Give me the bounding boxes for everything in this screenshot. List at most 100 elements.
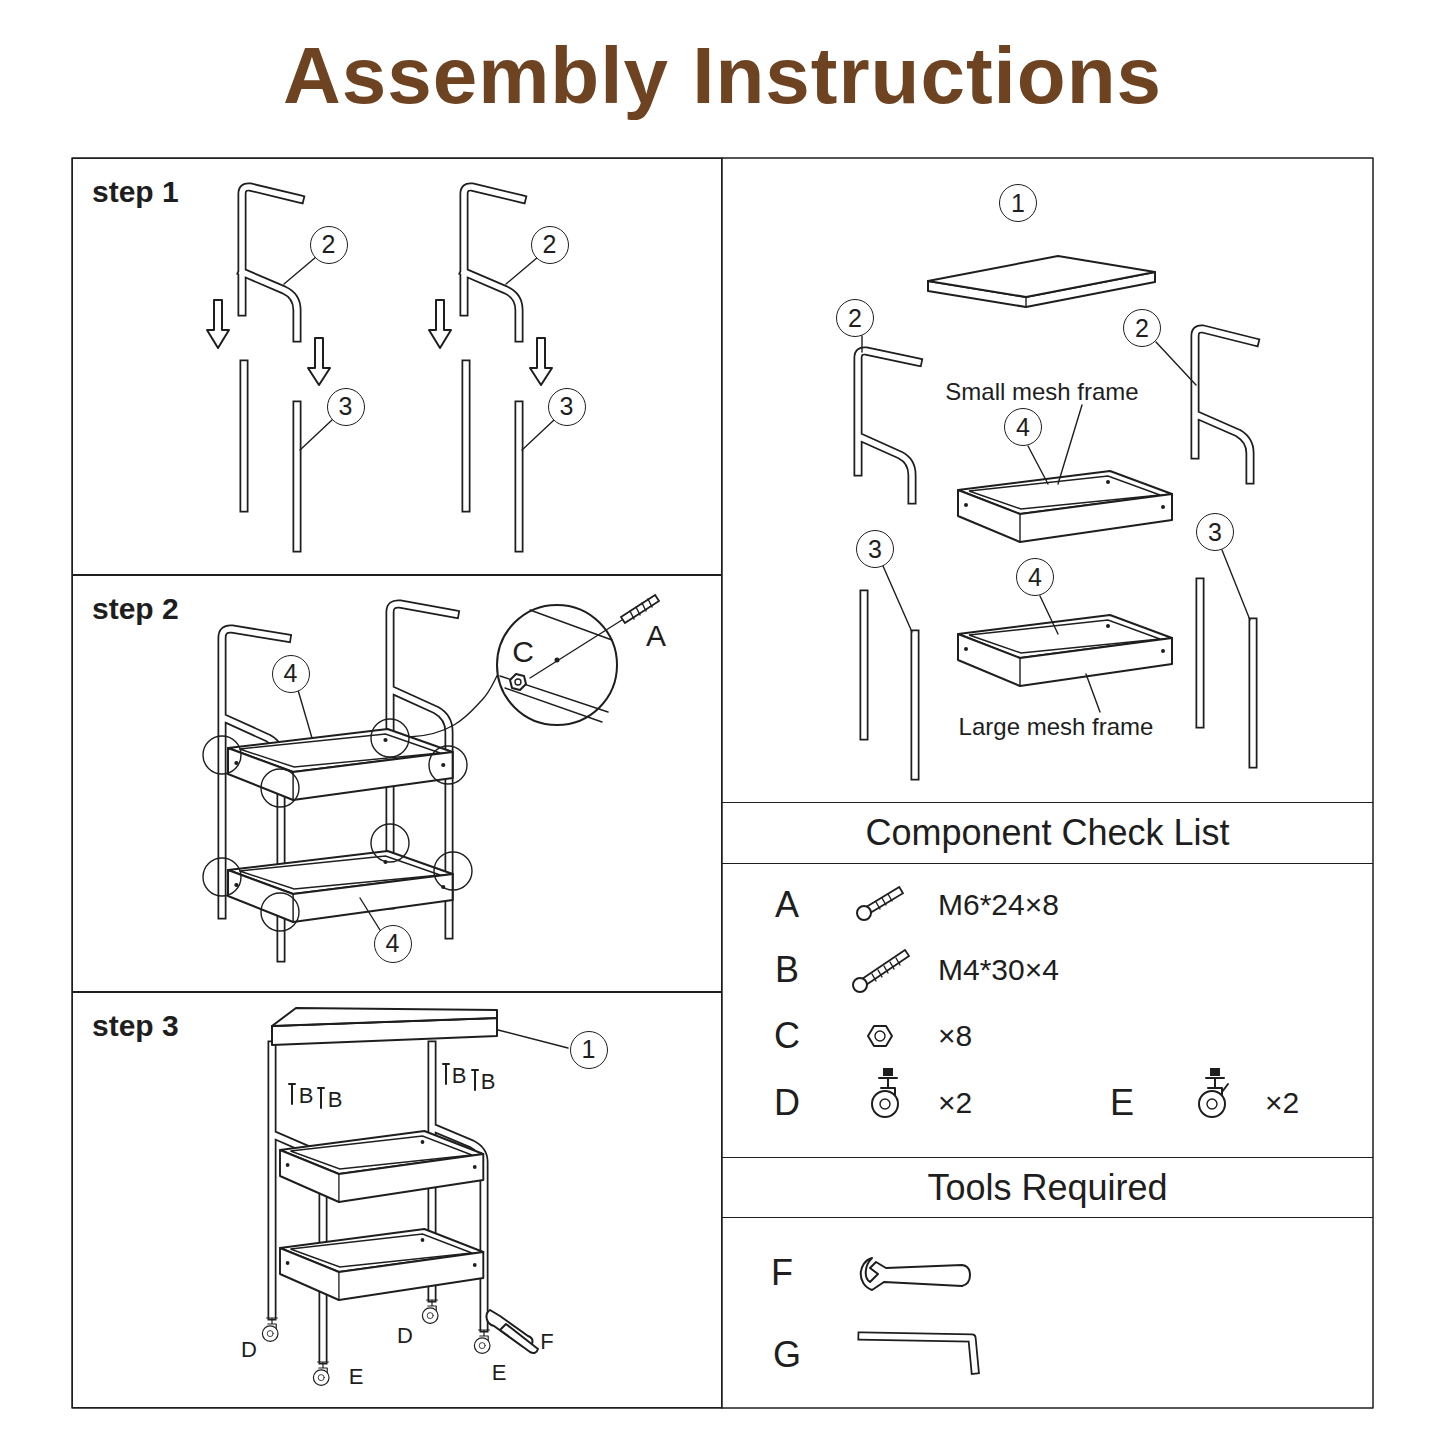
step1-parts-part-part <box>506 257 554 450</box>
step-panel: step 31 <box>72 992 722 1408</box>
part-letter: D <box>397 1325 413 1347</box>
tool-icons-part <box>861 1258 970 1290</box>
callout-text: 3 <box>1208 520 1222 545</box>
step3-assembly-part <box>262 1318 278 1341</box>
callout-number: 2 <box>531 226 569 264</box>
step1-parts-part <box>284 257 332 450</box>
frame-grid-part <box>72 158 1373 1408</box>
component-icons-part <box>1210 1068 1220 1076</box>
step1-parts-part-part <box>429 300 451 348</box>
component-letter: D <box>774 1085 800 1121</box>
step2-assembly-part <box>500 610 612 722</box>
step2-assembly-part <box>630 599 652 619</box>
step1-parts-part <box>240 364 249 508</box>
exploded-parts-part <box>928 256 1155 297</box>
part-letter: D <box>241 1339 257 1361</box>
callout-number: 2 <box>1123 309 1161 347</box>
step2-assembly-part <box>626 600 654 618</box>
exploded-parts-part <box>864 582 1253 776</box>
step2-assembly-part-part <box>261 769 299 807</box>
component-icons-part <box>876 894 892 909</box>
step3-assembly-part <box>272 1018 497 1026</box>
component-icons-part <box>864 955 904 982</box>
component-icons-part <box>868 892 898 910</box>
component-letter: E <box>1110 1085 1134 1121</box>
step1-parts <box>207 187 554 548</box>
step1-parts-part <box>242 187 300 338</box>
part-letter: B <box>481 1071 496 1093</box>
step1-parts-part-part <box>530 338 552 385</box>
step1-parts-part-part <box>515 405 524 548</box>
component-spec: M4*30×4 <box>938 955 1059 985</box>
component-icons-part <box>868 892 898 910</box>
step3-assembly-part <box>280 1229 483 1300</box>
callout-text: 2 <box>1135 316 1149 341</box>
step2-assembly <box>203 599 654 958</box>
callout-number: 4 <box>374 925 412 963</box>
callout-text: 3 <box>868 537 882 562</box>
step1-parts-part <box>293 405 302 548</box>
component-letter: C <box>774 1018 800 1054</box>
part-letter: F <box>540 1331 553 1353</box>
callout-text: 3 <box>560 394 574 419</box>
step2-assembly-part <box>555 658 560 663</box>
mesh-frame-label: Large mesh frame <box>959 715 1154 739</box>
component-letter: B <box>775 952 799 988</box>
callout-number: 2 <box>310 226 348 264</box>
component-icons-part <box>883 1068 893 1076</box>
component-quantity: ×8 <box>938 1021 972 1051</box>
step3-assembly-part <box>289 1064 478 1108</box>
callout-number: 4 <box>272 655 310 693</box>
step2-assembly-part <box>510 674 526 690</box>
callout-number: 4 <box>1016 558 1054 596</box>
step1-parts-part-part <box>464 187 522 338</box>
part-letter: E <box>492 1362 507 1384</box>
step3-assembly-part <box>272 1045 323 1360</box>
exploded-parts-part <box>1195 329 1255 480</box>
step-panel: step 2 4 4 <box>72 575 722 992</box>
step2-assembly-part <box>497 605 617 725</box>
exploded-parts-part <box>1195 329 1255 480</box>
step1-parts-part-part <box>462 364 471 508</box>
part-letter: A <box>646 621 666 651</box>
part-letter: B <box>452 1065 467 1087</box>
step3-assembly-part-part <box>280 1229 483 1300</box>
callout-number: 3 <box>327 388 365 426</box>
component-icons-part <box>872 1078 898 1117</box>
component-icons <box>853 892 1228 1117</box>
step2-assembly-part-part <box>371 824 409 862</box>
tool-letter: F <box>771 1255 793 1291</box>
step3-assembly-part <box>280 1131 483 1202</box>
step3-assembly-part-part <box>280 1131 483 1202</box>
step2-assembly-part-part <box>203 858 241 896</box>
step-heading: step 2 <box>92 592 179 626</box>
frame-grid <box>72 158 1373 1408</box>
component-icons-part <box>1222 1084 1228 1092</box>
callout-text: 2 <box>848 306 862 331</box>
step-heading: step 3 <box>92 1009 179 1043</box>
part-letter: E <box>349 1366 364 1388</box>
section-heading: Component Check List <box>865 812 1229 854</box>
exploded-parts <box>858 256 1255 776</box>
step3-assembly-part <box>272 1008 497 1026</box>
step1-parts-part <box>207 300 229 348</box>
part-letter: B <box>299 1085 314 1107</box>
component-icons-part <box>875 1031 885 1041</box>
step3-assembly-part <box>474 1330 490 1353</box>
tool-icons <box>861 1258 975 1370</box>
callout-text: 4 <box>1016 415 1030 440</box>
callout-text: 2 <box>322 232 336 257</box>
step3-assembly-part <box>498 1030 568 1048</box>
part-letter: C <box>512 637 534 667</box>
component-quantity: ×2 <box>1265 1088 1299 1118</box>
component-icons-part <box>857 906 871 920</box>
page-title: Assembly Instructions <box>0 30 1445 122</box>
component-letter: A <box>775 887 799 923</box>
step1-parts-part <box>294 405 300 548</box>
step2-assembly-part-part <box>434 852 472 890</box>
callout-number: 2 <box>836 299 874 337</box>
exploded-parts-part <box>958 615 1172 686</box>
callout-text: 2 <box>543 232 557 257</box>
tool-icons-part <box>862 1336 975 1370</box>
